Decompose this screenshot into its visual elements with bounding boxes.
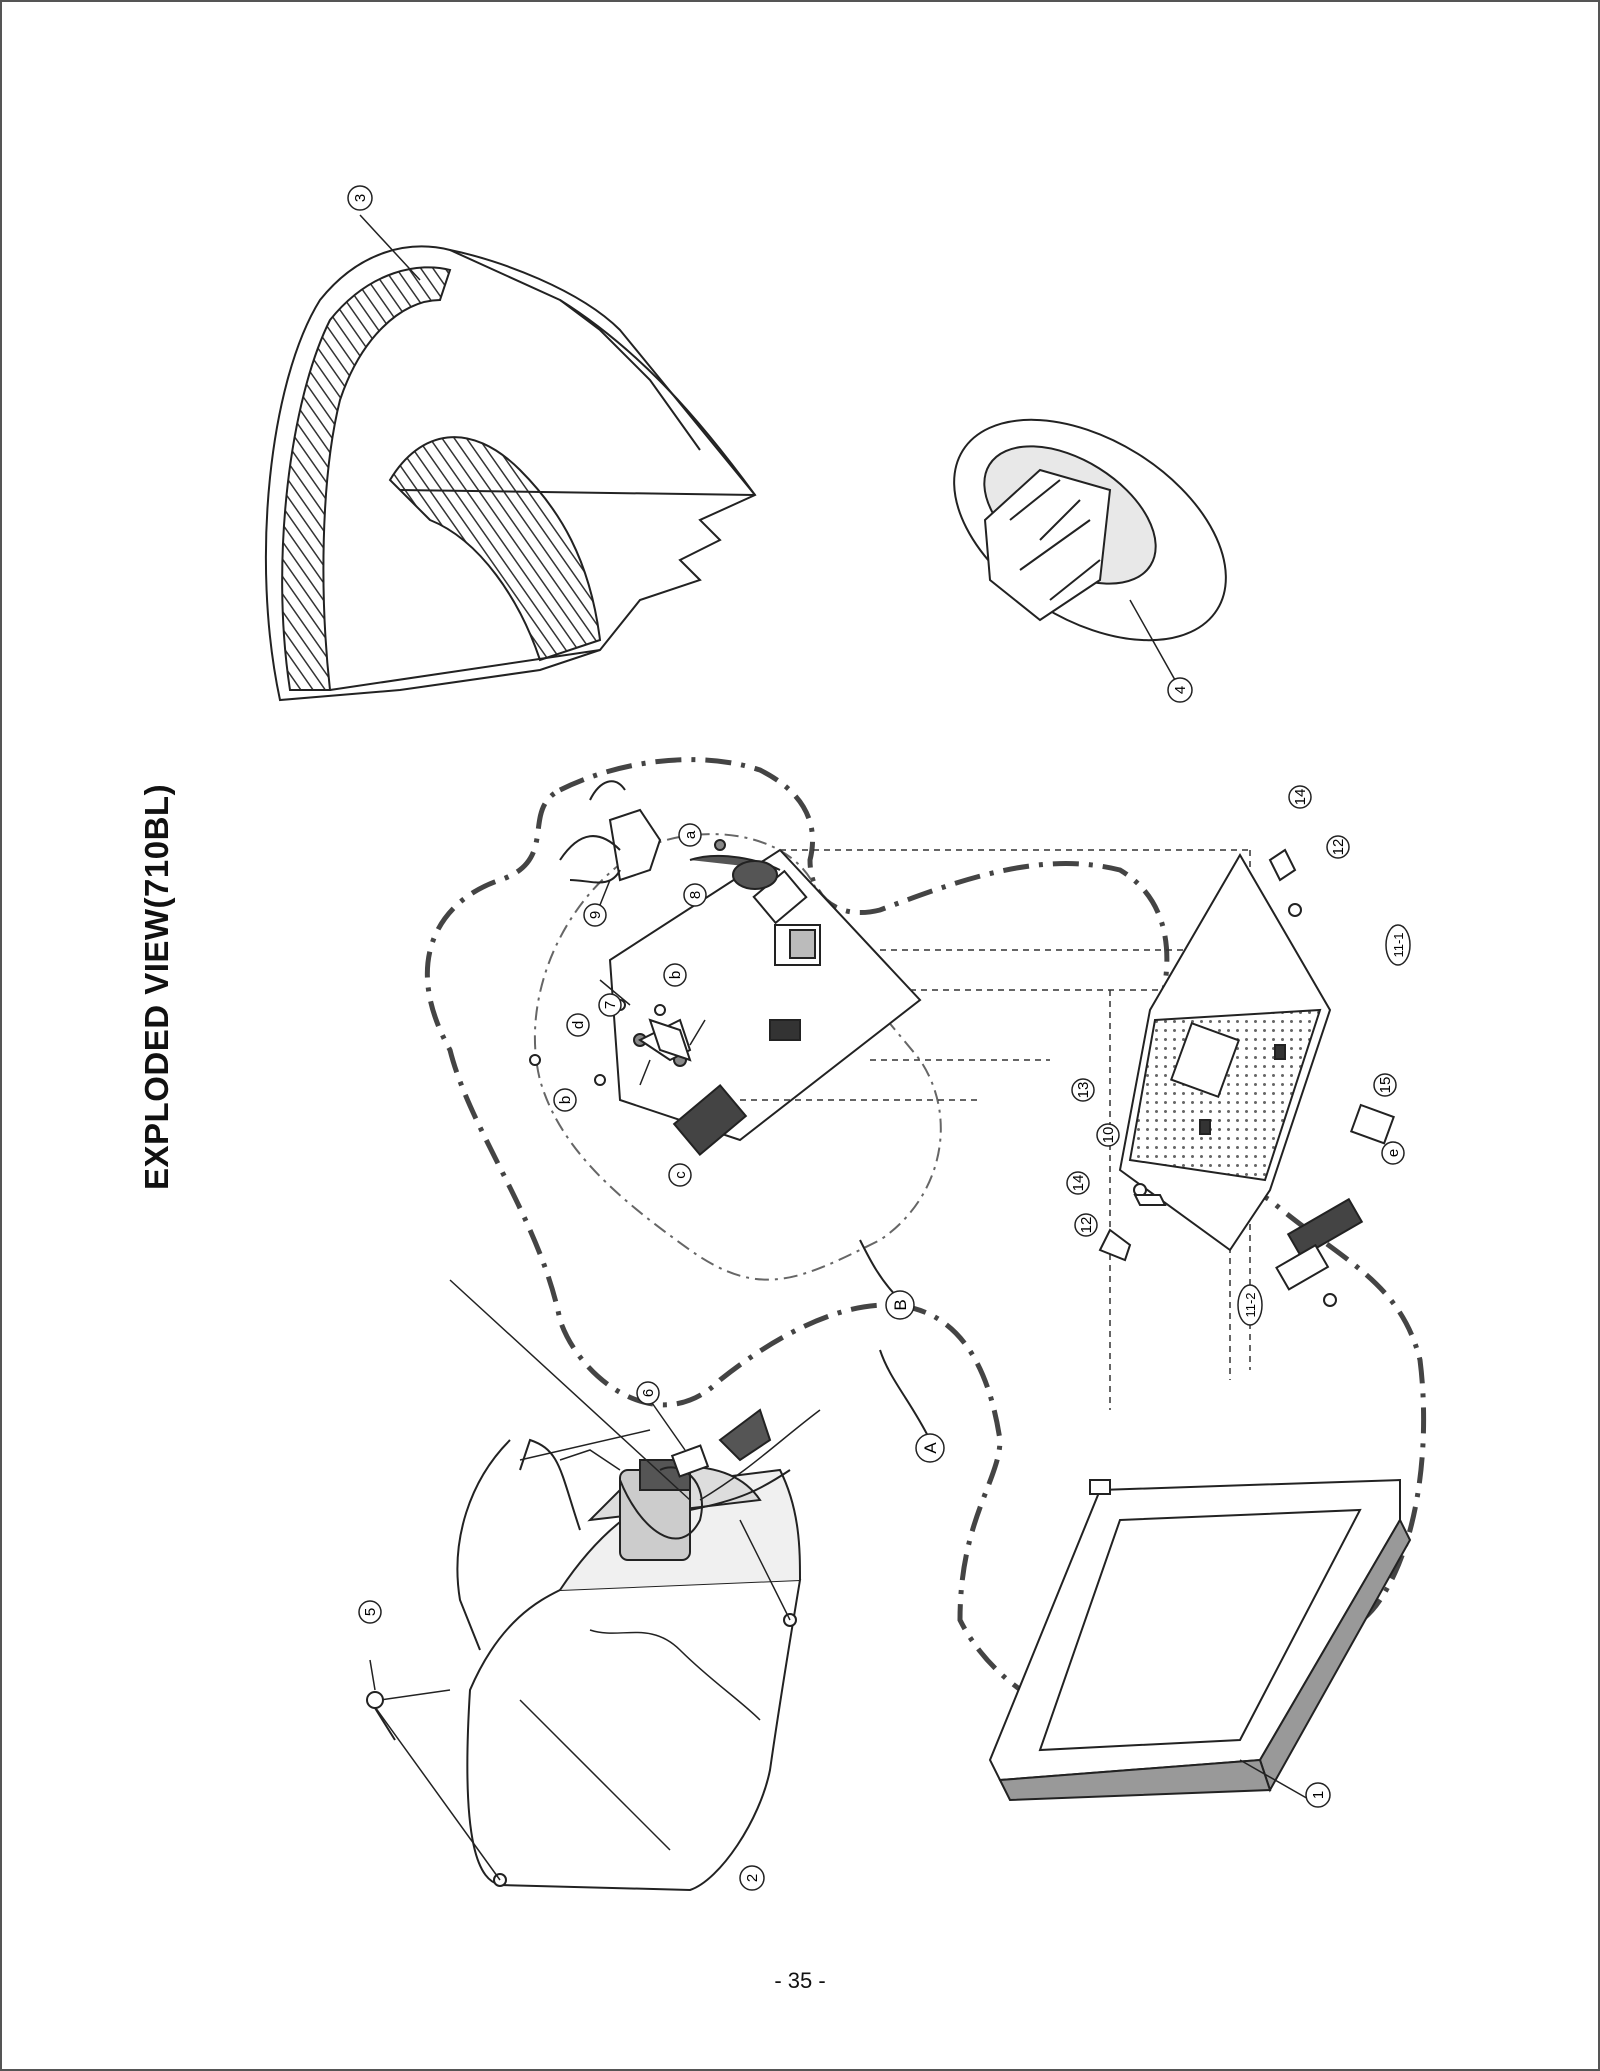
small-parts (1098, 848, 1395, 1307)
callout-14-upper: 14 (1288, 785, 1312, 809)
callout-b-upper: b (663, 963, 687, 987)
callout-12-lower: 12 (1074, 1213, 1098, 1237)
svg-text:9: 9 (587, 911, 604, 919)
sub-board-part (529, 979, 692, 1086)
screw-part (366, 1659, 396, 1741)
ac-inlet-part (559, 780, 662, 906)
callout-3: 3 (347, 185, 373, 211)
callout-15: 15 (1373, 1073, 1397, 1097)
svg-text:e: e (1385, 1149, 1402, 1157)
callout-1: 1 (1305, 1782, 1331, 1808)
callout-a-lower: a (678, 823, 702, 847)
callout-6: 6 (636, 1381, 660, 1405)
svg-text:6: 6 (640, 1389, 657, 1397)
svg-text:B: B (891, 1299, 910, 1310)
callout-b-lower: b (553, 1088, 577, 1112)
svg-text:10: 10 (1100, 1127, 1117, 1144)
svg-text:c: c (672, 1171, 689, 1179)
svg-text:11-2: 11-2 (1243, 1292, 1258, 1317)
callout-B: B (885, 1290, 915, 1320)
callout-14-lower: 14 (1066, 1171, 1090, 1195)
svg-text:14: 14 (1292, 789, 1309, 806)
svg-text:2: 2 (744, 1874, 761, 1882)
callout-12-upper: 12 (1326, 835, 1350, 859)
callout-8: 8 (683, 883, 707, 907)
front-bezel-part (988, 1478, 1412, 1802)
svg-text:15: 15 (1377, 1077, 1394, 1094)
svg-text:1: 1 (1310, 1791, 1327, 1799)
svg-text:A: A (921, 1442, 940, 1454)
callout-9: 9 (583, 903, 607, 927)
shield-chassis-part (1118, 853, 1332, 1252)
svg-text:b: b (667, 971, 684, 979)
callout-A: A (915, 1433, 945, 1463)
svg-text:a: a (682, 830, 699, 839)
svg-text:11-1: 11-1 (1391, 932, 1406, 957)
svg-text:14: 14 (1070, 1175, 1087, 1192)
svg-text:12: 12 (1078, 1217, 1095, 1234)
page-number: - 35 - (774, 1968, 826, 1993)
connector-cable-part (619, 1399, 710, 1540)
callout-e: e (1381, 1141, 1405, 1165)
callout-labels: 3 4 a 8 9 b 7 d b c B A 14 12 11-1 13 10… (347, 185, 1411, 1891)
svg-text:13: 13 (1075, 1082, 1092, 1099)
svg-text:4: 4 (1172, 686, 1189, 694)
rear-cover-part (264, 214, 757, 702)
callout-d: d (566, 1013, 590, 1037)
svg-text:8: 8 (687, 891, 704, 899)
callout-13: 13 (1071, 1078, 1095, 1102)
svg-text:3: 3 (352, 194, 369, 202)
callout-5: 5 (358, 1600, 382, 1624)
callout-7: 7 (598, 993, 622, 1017)
crt-tube-part (369, 1279, 821, 1892)
svg-text:12: 12 (1330, 839, 1347, 856)
callout-c: c (668, 1163, 692, 1187)
callout-2: 2 (739, 1865, 765, 1891)
callout-10: 10 (1096, 1123, 1120, 1147)
svg-text:7: 7 (602, 1001, 619, 1009)
svg-text:b: b (557, 1096, 574, 1104)
leader-a (879, 1349, 931, 1441)
leader-b (859, 1239, 901, 1301)
stand-base-part (953, 418, 1227, 681)
callout-11-1: 11-1 (1385, 924, 1411, 966)
svg-text:5: 5 (362, 1608, 379, 1616)
callout-11-2: 11-2 (1237, 1284, 1263, 1326)
main-board-part (608, 839, 922, 1157)
callout-4: 4 (1167, 677, 1193, 703)
svg-text:d: d (570, 1021, 587, 1029)
